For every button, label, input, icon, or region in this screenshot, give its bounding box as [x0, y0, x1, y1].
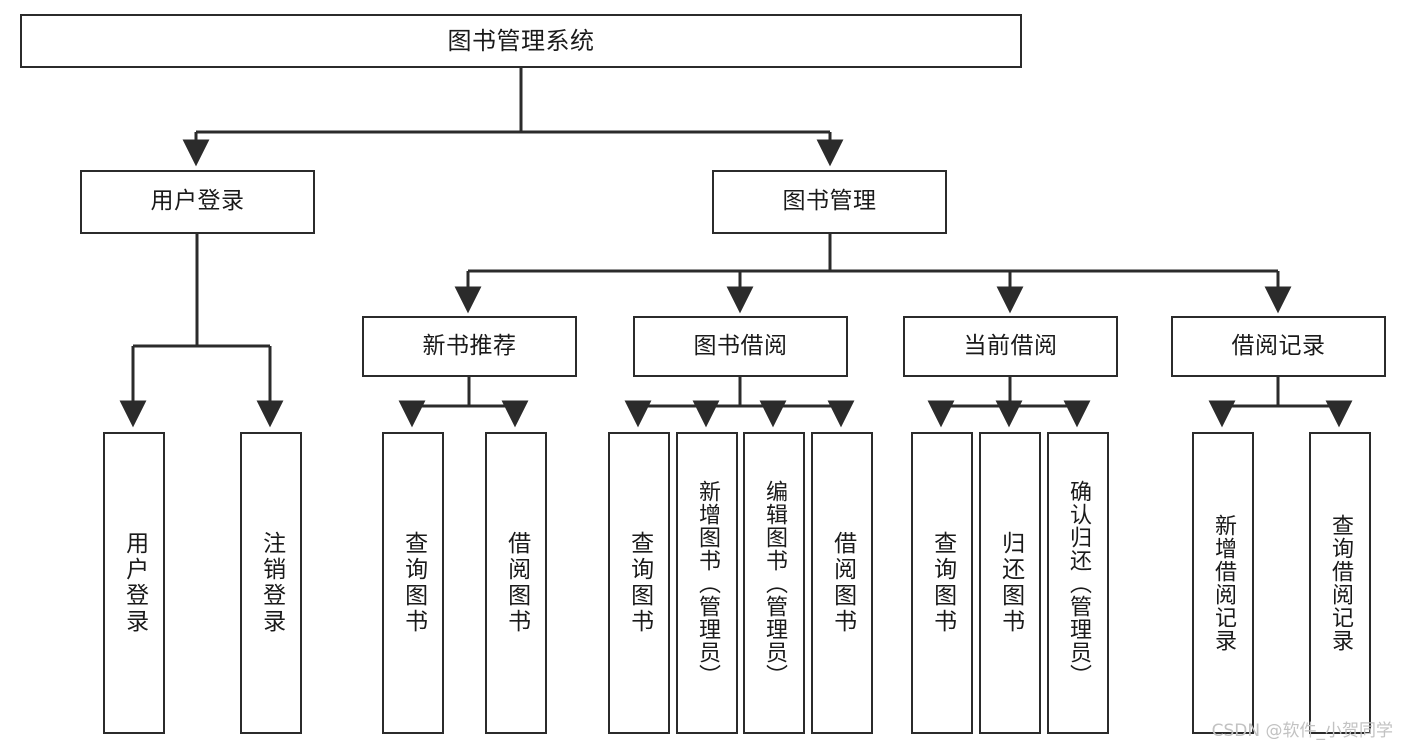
node-label: 借阅图书 — [503, 531, 530, 635]
node-book-borrowing[interactable]: 图书借阅 — [633, 316, 848, 377]
node-label: 新增借阅记录 — [1210, 514, 1236, 652]
leaf-query-book-3[interactable]: 查询图书 — [911, 432, 973, 734]
node-label: 查询借阅记录 — [1327, 514, 1353, 652]
node-label: 用户登录 — [150, 188, 245, 215]
leaf-borrow-book-1[interactable]: 借阅图书 — [485, 432, 547, 734]
node-label: 查询图书 — [929, 531, 956, 635]
leaf-confirm-return-admin[interactable]: 确认归还（管理员） — [1047, 432, 1109, 734]
node-book-management-system[interactable]: 图书管理系统 — [20, 14, 1022, 68]
node-label: 注销登录 — [258, 531, 285, 635]
node-label: 用户登录 — [121, 531, 148, 635]
leaf-add-book-admin[interactable]: 新增图书（管理员） — [676, 432, 738, 734]
node-label: 查询图书 — [626, 531, 653, 635]
csdn-watermark: CSDN @软件_小贺同学 — [1211, 721, 1393, 741]
node-label: 新书推荐 — [422, 332, 517, 359]
node-label: 当前借阅 — [963, 332, 1058, 359]
node-book-management[interactable]: 图书管理 — [712, 170, 947, 234]
leaf-edit-book-admin[interactable]: 编辑图书（管理员） — [743, 432, 805, 734]
leaf-query-book-1[interactable]: 查询图书 — [382, 432, 444, 734]
node-user-login[interactable]: 用户登录 — [80, 170, 315, 234]
node-label: 新增图书（管理员） — [694, 479, 720, 687]
node-current-borrowing[interactable]: 当前借阅 — [903, 316, 1118, 377]
node-label: 归还图书 — [997, 531, 1024, 635]
node-borrowing-record[interactable]: 借阅记录 — [1171, 316, 1386, 377]
leaf-logout[interactable]: 注销登录 — [240, 432, 302, 734]
node-label: 图书管理系统 — [447, 26, 595, 55]
leaf-borrow-book-2[interactable]: 借阅图书 — [811, 432, 873, 734]
node-label: 图书借阅 — [693, 332, 788, 359]
leaf-query-borrow-record[interactable]: 查询借阅记录 — [1309, 432, 1371, 734]
leaf-query-book-2[interactable]: 查询图书 — [608, 432, 670, 734]
node-new-book-recommendation[interactable]: 新书推荐 — [362, 316, 577, 377]
leaf-return-book[interactable]: 归还图书 — [979, 432, 1041, 734]
node-label: 借阅记录 — [1231, 332, 1326, 359]
node-label: 编辑图书（管理员） — [761, 479, 787, 687]
node-label: 查询图书 — [400, 531, 427, 635]
leaf-user-login[interactable]: 用户登录 — [103, 432, 165, 734]
node-label: 借阅图书 — [829, 531, 856, 635]
leaf-add-borrow-record[interactable]: 新增借阅记录 — [1192, 432, 1254, 734]
node-label: 图书管理 — [782, 188, 877, 215]
node-label: 确认归还（管理员） — [1065, 479, 1091, 687]
